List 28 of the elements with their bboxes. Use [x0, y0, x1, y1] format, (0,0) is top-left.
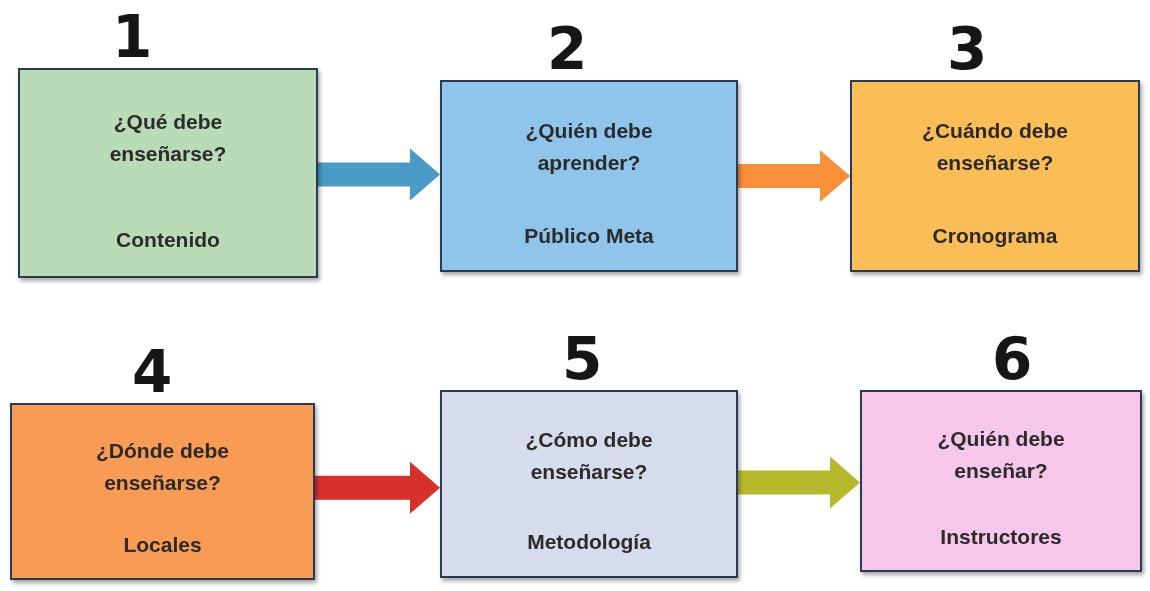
question-card: [850, 80, 1140, 272]
answer-text: Contenido: [115, 226, 221, 253]
question-text: ¿Dónde debe enseñarse?: [95, 438, 230, 496]
question-card: [860, 390, 1142, 572]
block-arrow: [315, 461, 440, 514]
question-card: [10, 403, 315, 580]
question-card: [440, 80, 738, 272]
answer-text: Locales: [122, 531, 203, 558]
block-arrow: [738, 150, 850, 202]
question-text: ¿Cómo debe enseñarse?: [524, 427, 654, 485]
step-number: 1: [112, 8, 153, 66]
block-arrow: [738, 456, 860, 509]
answer-text: Metodología: [526, 528, 652, 555]
question-text: ¿Quién debe aprender?: [524, 118, 654, 176]
question-card: [18, 68, 318, 278]
step-number: 5: [562, 330, 603, 388]
step-number: 4: [132, 343, 173, 401]
question-text: ¿Quién debe enseñar?: [936, 426, 1066, 484]
answer-text: Cronograma: [931, 222, 1059, 249]
step-number: 2: [547, 20, 588, 78]
answer-text: Instructores: [939, 523, 1063, 550]
block-arrow: [318, 148, 440, 201]
step-number: 6: [992, 330, 1033, 388]
question-text: ¿Cuándo debe enseñarse?: [921, 118, 1069, 176]
question-card: [440, 390, 738, 578]
answer-text: Público Meta: [523, 222, 655, 249]
step-number: 3: [947, 20, 988, 78]
question-text: ¿Qué debe enseñarse?: [108, 109, 228, 167]
